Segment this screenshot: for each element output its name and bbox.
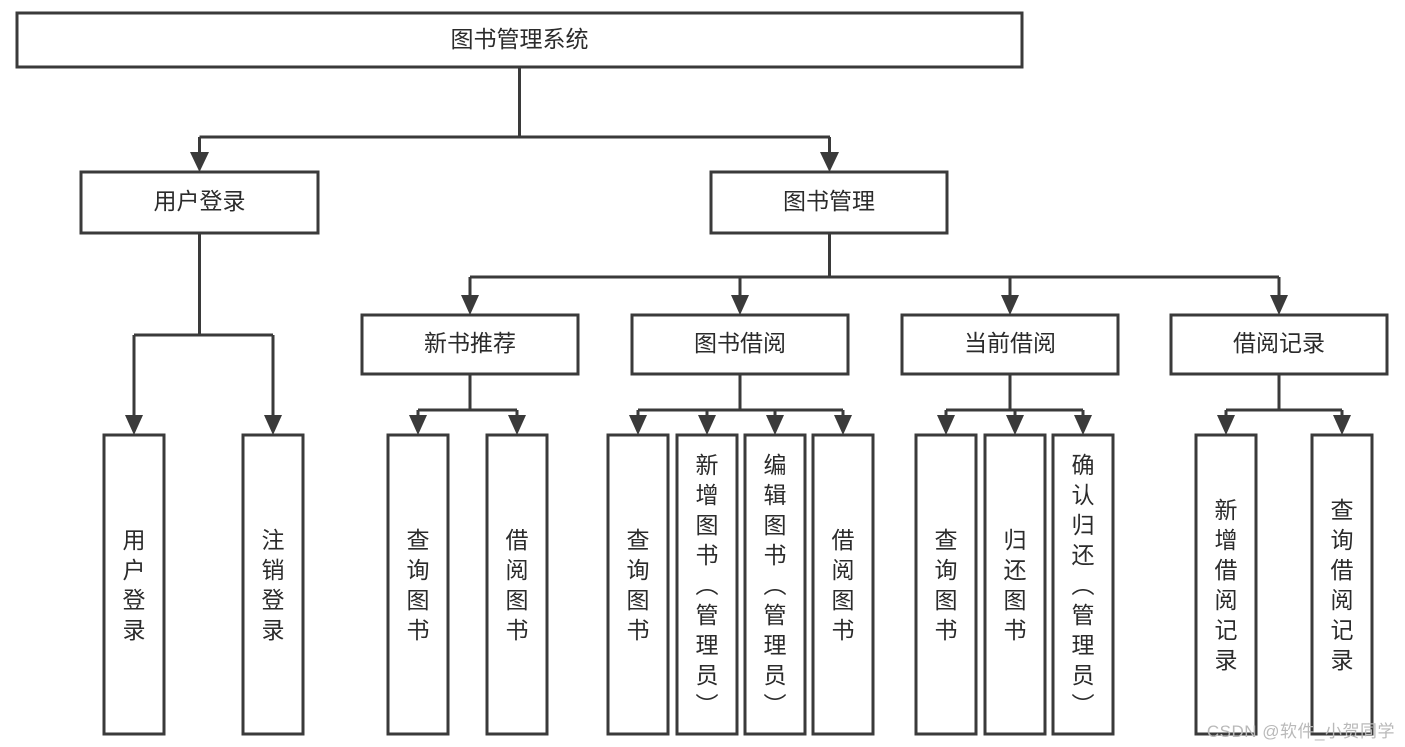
node-user-login[interactable]: 用户登录 <box>79 170 320 235</box>
arrow-head-leaf-user-login <box>125 415 143 435</box>
csdn-watermark: CSDN @软件_小贺同学 <box>1206 722 1395 741</box>
node-leaf-return-book-box[interactable] <box>983 433 1047 736</box>
node-borrow-record[interactable]: 借阅记录 <box>1169 313 1389 376</box>
node-leaf-query-record-box[interactable] <box>1310 433 1374 736</box>
node-leaf-add-record-box[interactable] <box>1194 433 1258 736</box>
node-leaf-add-book-label: 新增图书︵管理员︶ <box>696 452 719 718</box>
node-leaf-query-book-1-box[interactable] <box>386 433 450 736</box>
node-borrow-record-label: 借阅记录 <box>1233 330 1325 356</box>
node-leaf-query-book-1-label: 查询图书 <box>407 527 430 643</box>
node-leaf-return-book-label: 归还图书 <box>1004 527 1027 643</box>
node-leaf-edit-book[interactable]: 编辑图书︵管理员︶ <box>743 433 807 736</box>
arrow-head-leaf-add-record <box>1217 415 1235 435</box>
arrow-head-leaf-edit-book <box>766 415 784 435</box>
node-leaf-query-book-3-label: 查询图书 <box>935 527 958 643</box>
node-leaf-edit-book-box[interactable] <box>743 433 807 736</box>
node-leaf-add-book-box[interactable] <box>675 433 739 736</box>
arrow-head-borrow-record <box>1270 295 1288 315</box>
node-leaf-borrow-book-2-box[interactable] <box>811 433 875 736</box>
connector-lines <box>125 67 1351 435</box>
node-leaf-query-book-2-label: 查询图书 <box>627 527 650 643</box>
node-leaf-query-record-label: 查询借阅记录 <box>1331 497 1354 673</box>
node-leaf-user-login-label: 用户登录 <box>123 527 146 643</box>
node-borrow-record-box[interactable] <box>1169 313 1389 376</box>
node-book-borrow-box[interactable] <box>630 313 850 376</box>
node-leaf-query-book-3[interactable]: 查询图书 <box>914 433 978 736</box>
node-leaf-user-logout[interactable]: 注销登录 <box>241 433 305 736</box>
node-current-borrow-box[interactable] <box>900 313 1120 376</box>
node-book-borrow[interactable]: 图书借阅 <box>630 313 850 376</box>
arrow-head-leaf-return-book <box>1006 415 1024 435</box>
node-leaf-borrow-book-2[interactable]: 借阅图书 <box>811 433 875 736</box>
arrow-head-leaf-query-record <box>1333 415 1351 435</box>
arrow-head-leaf-add-book <box>698 415 716 435</box>
node-root-label: 图书管理系统 <box>451 26 589 52</box>
node-leaf-user-login-box[interactable] <box>102 433 166 736</box>
arrow-head-leaf-query-book-1 <box>409 415 427 435</box>
arrow-head-current-borrow <box>1001 295 1019 315</box>
node-leaf-user-logout-label: 注销登录 <box>262 527 285 643</box>
node-root-book-management-system[interactable]: 图书管理系统 <box>15 11 1024 69</box>
node-leaf-edit-book-label: 编辑图书︵管理员︶ <box>764 452 787 718</box>
arrow-head-leaf-query-book-3 <box>937 415 955 435</box>
node-leaf-borrow-book-1-label: 借阅图书 <box>506 527 529 643</box>
node-new-book-recommend-label: 新书推荐 <box>424 330 516 356</box>
node-book-borrow-label: 图书借阅 <box>694 330 786 356</box>
leaf-node-group: 用户登录 注销登录 查询图书 借阅图书 查询图书 新增图书︵管理员︶ 编辑图书︵管理员︶ 借阅… <box>102 433 1374 736</box>
node-user-login-label: 用户登录 <box>154 188 246 214</box>
arrow-head-leaf-query-book-2 <box>629 415 647 435</box>
arrow-head-leaf-borrow-book-2 <box>834 415 852 435</box>
arrow-head-user-login <box>190 152 209 172</box>
node-leaf-query-book-2-box[interactable] <box>606 433 670 736</box>
arrow-head-new-book-recommend <box>461 295 479 315</box>
node-new-book-recommend[interactable]: 新书推荐 <box>360 313 580 376</box>
node-book-management-label: 图书管理 <box>783 188 875 214</box>
node-current-borrow[interactable]: 当前借阅 <box>900 313 1120 376</box>
node-book-management[interactable]: 图书管理 <box>709 170 949 235</box>
node-leaf-add-record-label: 新增借阅记录 <box>1215 497 1238 673</box>
node-leaf-borrow-book-2-label: 借阅图书 <box>832 527 855 643</box>
arrow-head-leaf-confirm-return <box>1074 415 1092 435</box>
node-leaf-query-book-2[interactable]: 查询图书 <box>606 433 670 736</box>
node-leaf-confirm-return[interactable]: 确认归还︵管理员︶ <box>1051 433 1115 736</box>
node-leaf-user-login[interactable]: 用户登录 <box>102 433 166 736</box>
node-user-login-box[interactable] <box>79 170 320 235</box>
node-leaf-query-book-1[interactable]: 查询图书 <box>386 433 450 736</box>
node-current-borrow-label: 当前借阅 <box>964 330 1056 356</box>
arrow-head-book-management <box>820 152 839 172</box>
node-leaf-return-book[interactable]: 归还图书 <box>983 433 1047 736</box>
node-book-management-box[interactable] <box>709 170 949 235</box>
node-leaf-query-record[interactable]: 查询借阅记录 <box>1310 433 1374 736</box>
arrow-head-book-borrow <box>731 295 749 315</box>
node-leaf-confirm-return-box[interactable] <box>1051 433 1115 736</box>
node-root-box[interactable] <box>15 11 1024 69</box>
node-leaf-add-record[interactable]: 新增借阅记录 <box>1194 433 1258 736</box>
node-leaf-add-book[interactable]: 新增图书︵管理员︶ <box>675 433 739 736</box>
node-leaf-borrow-book-1-box[interactable] <box>485 433 549 736</box>
node-leaf-user-logout-box[interactable] <box>241 433 305 736</box>
node-new-book-recommend-box[interactable] <box>360 313 580 376</box>
node-leaf-query-book-3-box[interactable] <box>914 433 978 736</box>
node-leaf-confirm-return-label: 确认归还︵管理员︶ <box>1072 452 1095 718</box>
arrow-head-leaf-borrow-book-1 <box>508 415 526 435</box>
arrow-head-leaf-user-logout <box>264 415 282 435</box>
node-leaf-borrow-book-1[interactable]: 借阅图书 <box>485 433 549 736</box>
